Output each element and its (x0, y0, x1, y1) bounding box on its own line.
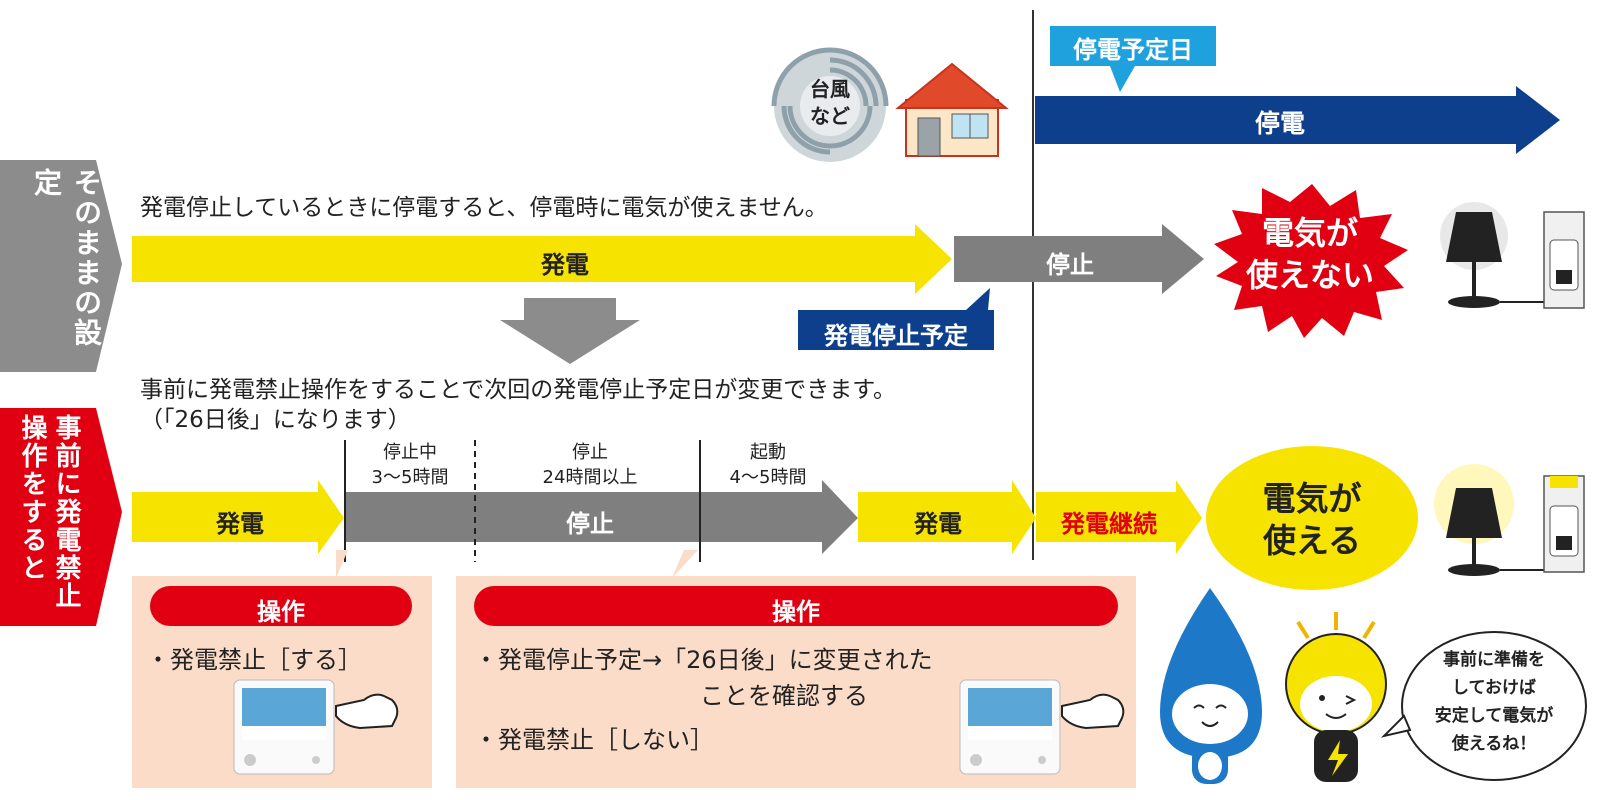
row2-side-label-col2: 操作をすると (17, 414, 47, 582)
row1-stop-label: 停止 (1046, 251, 1094, 279)
speech-text: 事前に準備を しておけば 安定して電気が 使えるね！ (1404, 646, 1584, 758)
op1-header-pill (150, 586, 412, 626)
phase-1-duration: 3〜5時間 (371, 467, 449, 488)
power-ok-line-1: 電気が (1262, 479, 1362, 518)
phase-3-label: 起動 4〜5時間 (706, 440, 830, 490)
no-power-burst (1214, 184, 1408, 338)
typhoon-label-line-1: 台風 (810, 77, 850, 101)
middle-description-line-1: 事前に発電禁止操作をすることで次回の発電停止予定日が変更できます。 (140, 377, 897, 403)
row2-stop-label: 停止 (566, 510, 614, 538)
no-power-line-2: 使えない (1245, 256, 1374, 294)
row2-gen-arrow-2 (858, 480, 1036, 554)
op1-item-1: ・発電禁止［する］ (146, 646, 362, 674)
speech-line-2: しておけば (1452, 678, 1536, 698)
continue-label: 発電継続 (1061, 510, 1157, 538)
op2-item-2: ことを確認する (700, 682, 868, 710)
scheduled-stop-label: 発電停止予定 (824, 322, 968, 350)
power-ok-bubble (1206, 446, 1418, 590)
row1-side-label: そのままの設定 (30, 168, 103, 348)
row1-side-chevron (0, 160, 122, 372)
phase-1-title: 停止中 (383, 442, 437, 463)
row2-gen-label-2: 発電 (914, 510, 962, 538)
op1-header: 操作 (257, 598, 305, 626)
row2-side-chevron (0, 408, 122, 626)
row1-stop-arrow (954, 224, 1204, 294)
phase-2-label: 停止 24時間以上 (520, 440, 660, 490)
row2-gen-arrow-1 (132, 480, 344, 554)
pointing-hand-icon (335, 693, 399, 730)
op2-item-1: ・発電停止予定→「26日後」に変更された (474, 646, 933, 674)
op2-header-pill (474, 586, 1118, 626)
outlet-icon (1543, 211, 1585, 309)
no-power-text: 電気が 使えない (1230, 212, 1390, 296)
middle-description-line-2: （「26日後」になります） (140, 407, 411, 433)
op2-pointer (672, 550, 698, 578)
phase-2-title: 停止 (572, 442, 608, 463)
outage-date-pointer (1110, 66, 1135, 92)
no-power-line-1: 電気が (1261, 214, 1358, 252)
speech-line-3: 安定して電気が (1434, 706, 1554, 726)
power-ok-text: 電気が 使える (1222, 478, 1402, 562)
pointing-hand-icon (1061, 693, 1125, 730)
speech-bubble (1401, 631, 1587, 781)
speech-line-4: 使えるね！ (1451, 734, 1537, 754)
phase-3-duration: 4〜5時間 (729, 467, 807, 488)
row1-description: 発電停止しているときに停電すると、停電時に電気が使えません。 (140, 195, 828, 221)
row1-gen-arrow (132, 224, 952, 294)
outage-date-callout (1050, 26, 1216, 66)
power-ok-line-2: 使える (1262, 521, 1361, 560)
remote-controller-icon (959, 679, 1061, 775)
phase-2-duration: 24時間以上 (542, 467, 638, 488)
typhoon-label: 台風 など (806, 76, 854, 130)
remote-controller-icon (233, 679, 335, 775)
outage-arrow (1035, 86, 1560, 154)
row2-side-label-col1: 事前に発電禁止 (51, 414, 81, 610)
scheduled-stop-pointer (966, 288, 990, 310)
house-icon (895, 62, 1009, 157)
outage-arrow-label: 停電 (1254, 109, 1305, 138)
phase-3-title: 起動 (750, 442, 786, 463)
continue-arrow (1036, 480, 1202, 554)
typhoon-icon (771, 47, 889, 162)
scheduled-stop-callout (798, 310, 994, 350)
row1-gen-label: 発電 (541, 251, 589, 279)
row2-gen-label-1: 発電 (216, 510, 264, 538)
speech-line-1: 事前に準備を (1443, 650, 1545, 670)
change-down-arrow (500, 298, 640, 364)
lightbulb-mascot-icon (1285, 612, 1387, 782)
lamp-on-icon (1434, 464, 1585, 576)
water-drop-mascot-icon (1160, 588, 1262, 784)
phase-1-label: 停止中 3〜5時間 (348, 440, 472, 490)
typhoon-label-line-2: など (810, 104, 850, 128)
outage-date-label: 停電予定日 (1073, 36, 1193, 64)
lamp-off-icon (1440, 202, 1557, 308)
speech-bubble-tail (1380, 714, 1412, 738)
op2-item-3: ・発電禁止［しない］ (474, 726, 714, 754)
op2-header: 操作 (772, 598, 820, 626)
op1-pointer (336, 550, 348, 578)
